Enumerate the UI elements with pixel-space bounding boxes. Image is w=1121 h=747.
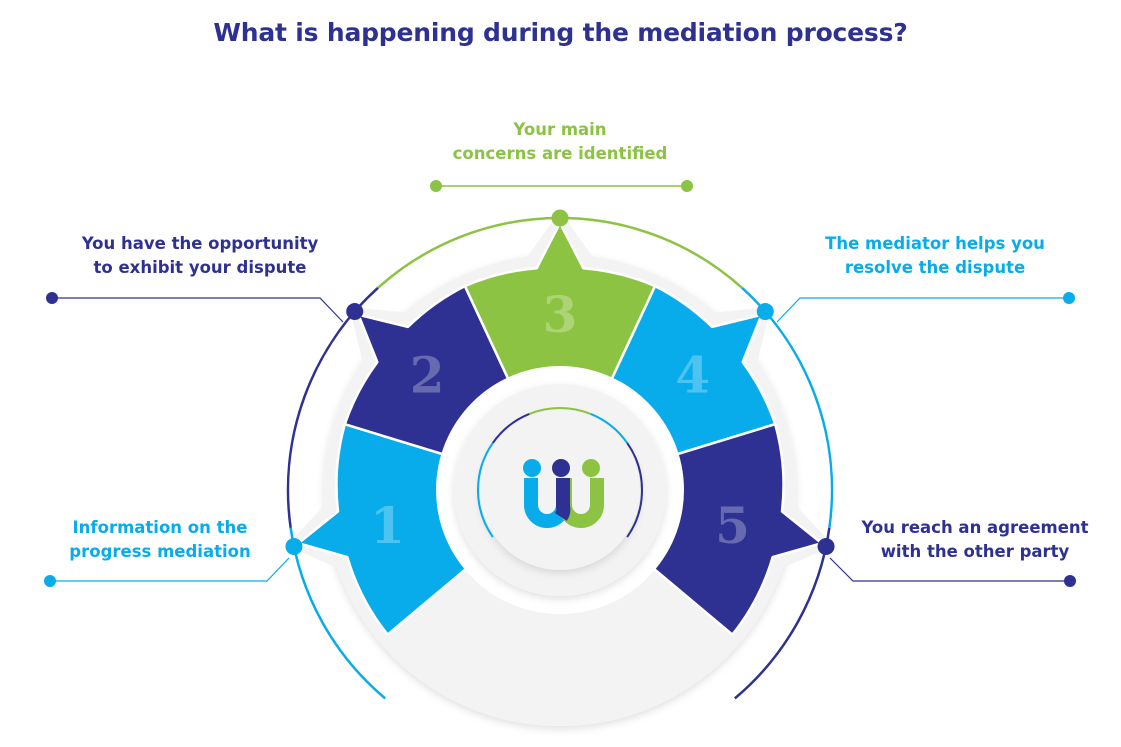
step-2-connector-line xyxy=(52,297,344,323)
inner-arc-ring xyxy=(477,407,643,538)
step-4-label-line2: resolve the dispute xyxy=(844,258,1026,277)
logo-dot-right xyxy=(582,459,600,477)
step-1-connector-dot xyxy=(44,575,56,587)
step-5-connector-dot xyxy=(1064,575,1076,587)
connectors xyxy=(44,180,1076,587)
step-1-connector-line xyxy=(50,557,290,582)
step-3-label-line2: concerns are identified xyxy=(452,144,668,163)
segment-2-number: 2 xyxy=(410,346,445,405)
step-2-arc-dot xyxy=(346,303,364,321)
segment-1-number: 1 xyxy=(370,496,405,555)
inner-arc-2 xyxy=(492,413,530,444)
step-3-connector-dot-right xyxy=(681,180,693,192)
segment-3-number: 3 xyxy=(543,285,578,344)
step-2-label: You have the opportunity to exhibit your… xyxy=(45,232,355,280)
step-4-label-line1: The mediator helps you xyxy=(825,234,1045,253)
segment-4-number: 4 xyxy=(675,346,710,405)
inner-arc-3 xyxy=(528,407,592,415)
step-3-connector-dot-left xyxy=(430,180,442,192)
step-5-label-line2: with the other party xyxy=(880,542,1070,561)
inner-arc-5 xyxy=(626,442,643,538)
step-4-label: The mediator helps you resolve the dispu… xyxy=(790,232,1080,280)
inner-arc-4 xyxy=(590,413,628,444)
step-1-label: Information on the progress mediation xyxy=(40,516,280,564)
logo-dot-middle xyxy=(552,459,570,477)
segment-5-number: 5 xyxy=(715,496,750,555)
step-1-label-line2: progress mediation xyxy=(69,542,251,561)
step-3-label: Your main concerns are identified xyxy=(410,118,710,166)
segment-numbers: 1 2 3 4 5 xyxy=(370,285,750,555)
step-1-arc-dot xyxy=(285,538,303,556)
logo-dot-left xyxy=(523,459,541,477)
logo-middle-stroke xyxy=(554,478,571,521)
step-3-arc-dot xyxy=(551,209,569,227)
step-4-connector-line xyxy=(776,297,1069,323)
step-5-connector-line xyxy=(829,557,1070,582)
step-2-connector-dot xyxy=(46,292,58,304)
inner-arc-1 xyxy=(477,442,494,538)
step-2-label-line2: to exhibit your dispute xyxy=(93,258,307,277)
step-1-label-line1: Information on the xyxy=(72,518,248,537)
step-4-connector-dot xyxy=(1063,292,1075,304)
mediation-logo-icon xyxy=(523,459,604,528)
step-5-arc-dot xyxy=(817,538,835,556)
step-3-label-line1: Your main xyxy=(513,120,607,139)
arc-dots xyxy=(285,209,835,556)
step-4-arc-dot xyxy=(756,303,774,321)
step-5-label-line1: You reach an agreement xyxy=(861,518,1089,537)
page-title: What is happening during the mediation p… xyxy=(213,18,908,47)
step-5-label: You reach an agreement with the other pa… xyxy=(840,516,1110,564)
step-2-label-line1: You have the opportunity xyxy=(81,234,319,253)
